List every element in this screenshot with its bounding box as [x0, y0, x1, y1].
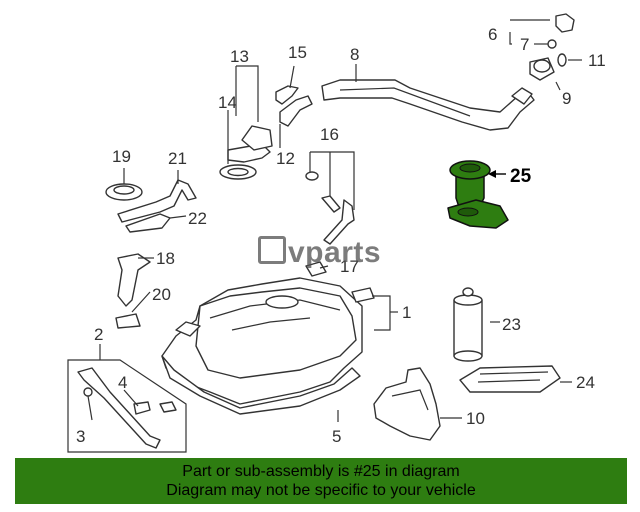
callout-14: 14	[218, 93, 237, 112]
callout-labels: 6 7 11 9 8 13 15 14 12 16 19 21 22 18 20…	[76, 25, 606, 446]
fuel-pump-module-25	[447, 160, 509, 229]
heat-shield	[373, 367, 441, 441]
callout-9: 9	[562, 89, 571, 108]
callout-13: 13	[230, 47, 249, 66]
callout-16: 16	[320, 125, 339, 144]
callout-25: 25	[510, 166, 532, 187]
callout-23: 23	[502, 315, 521, 334]
callout-18: 18	[156, 249, 175, 268]
callout-6: 6	[488, 25, 497, 44]
tank-protector	[161, 355, 361, 415]
callout-11: 11	[588, 51, 606, 70]
filler-pipe	[321, 79, 535, 131]
callout-19: 19	[112, 147, 131, 166]
callout-4: 4	[118, 373, 127, 392]
vparts-watermark: vparts	[258, 236, 381, 270]
pump-bracket	[219, 125, 273, 180]
callout-17: 17	[340, 257, 359, 276]
callout-12: 12	[276, 149, 295, 168]
parts-diagram: 6 7 11 9 8 13 15 14 12 16 19 21 22 18 20…	[67, 13, 606, 453]
callout-1: 1	[402, 303, 411, 322]
info-banner: Part or sub-assembly is #25 in diagram D…	[15, 458, 627, 504]
strap-inset	[67, 359, 187, 453]
hoses	[275, 85, 313, 127]
tray	[459, 365, 561, 393]
vparts-logo-icon	[258, 236, 286, 264]
banner-line-1: Part or sub-assembly is #25 in diagram	[182, 463, 460, 480]
callout-2: 2	[94, 325, 103, 344]
filler-cap-parts	[529, 13, 575, 81]
callout-24: 24	[576, 373, 595, 392]
callout-22: 22	[188, 209, 207, 228]
leader-lines	[87, 19, 582, 422]
watermark-text: vparts	[288, 236, 382, 269]
callout-20: 20	[152, 285, 171, 304]
tubes	[305, 171, 355, 245]
fuel-tank	[161, 277, 375, 405]
small-clip	[305, 261, 327, 277]
callout-5: 5	[332, 427, 341, 446]
callout-3: 3	[76, 427, 85, 446]
callout-10: 10	[466, 409, 485, 428]
callout-7: 7	[520, 35, 529, 54]
sender-unit	[115, 253, 151, 329]
callout-15: 15	[288, 43, 307, 62]
callout-8: 8	[350, 45, 359, 64]
banner-line-2: Diagram may not be specific to your vehi…	[166, 482, 476, 499]
fuel-filter	[453, 287, 483, 362]
callout-21: 21	[168, 149, 187, 168]
gasket-and-straps	[105, 179, 197, 233]
